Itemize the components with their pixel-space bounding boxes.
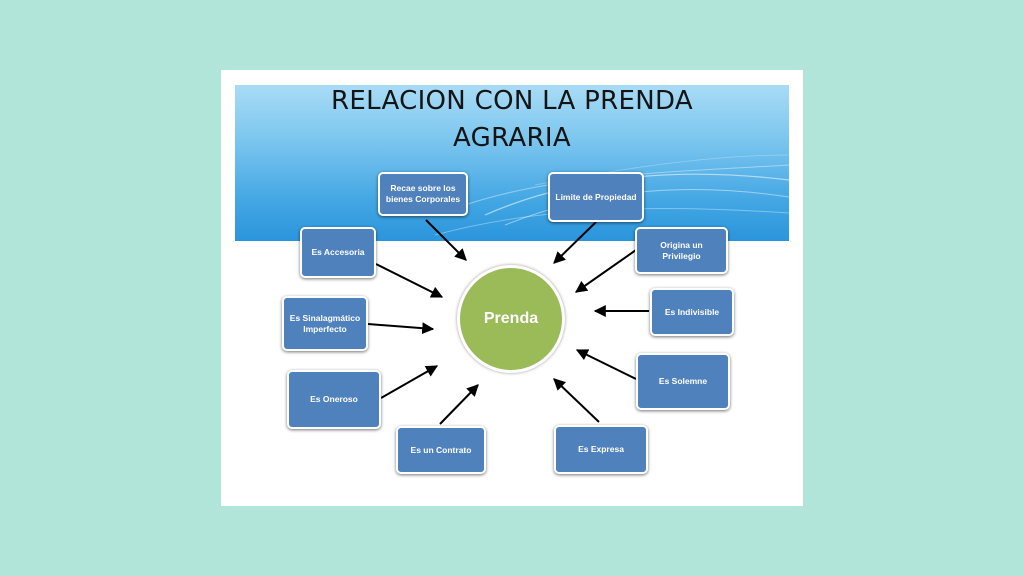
node-indivisible: Es Indivisible	[650, 288, 734, 336]
arrow-limite	[553, 221, 597, 264]
node-solemne: Es Solemne	[636, 353, 730, 410]
arrow-oneroso	[380, 365, 439, 399]
node-contrato: Es un Contrato	[396, 426, 486, 474]
arrow-origina	[575, 249, 637, 293]
arrow-recae	[425, 219, 467, 261]
title-banner	[235, 85, 789, 241]
arrow-solemne	[575, 349, 637, 380]
node-expresa: Es Expresa	[554, 425, 648, 474]
arrow-sinalagmatico	[367, 322, 435, 335]
arrow-expresa	[553, 378, 600, 423]
arrow-accesoria	[375, 263, 444, 298]
node-limite: Limite de Propiedad	[548, 172, 644, 222]
slide: RELACION CON LA PRENDA AGRARIA Prenda Re…	[221, 70, 803, 506]
node-sinalagmatico: Es Sinalagmático Imperfecto	[282, 296, 368, 351]
node-recae: Recae sobre los bienes Corporales	[378, 172, 468, 216]
arrows-layer	[367, 219, 649, 425]
node-oneroso: Es Oneroso	[287, 370, 381, 429]
slide-title: RELACION CON LA PRENDA AGRARIA	[331, 86, 693, 153]
arrow-contrato	[439, 384, 479, 425]
center-node-prenda: Prenda	[457, 265, 565, 373]
node-origina: Origina un Privilegio	[635, 227, 728, 274]
node-accesoria: Es Accesoria	[300, 227, 376, 278]
